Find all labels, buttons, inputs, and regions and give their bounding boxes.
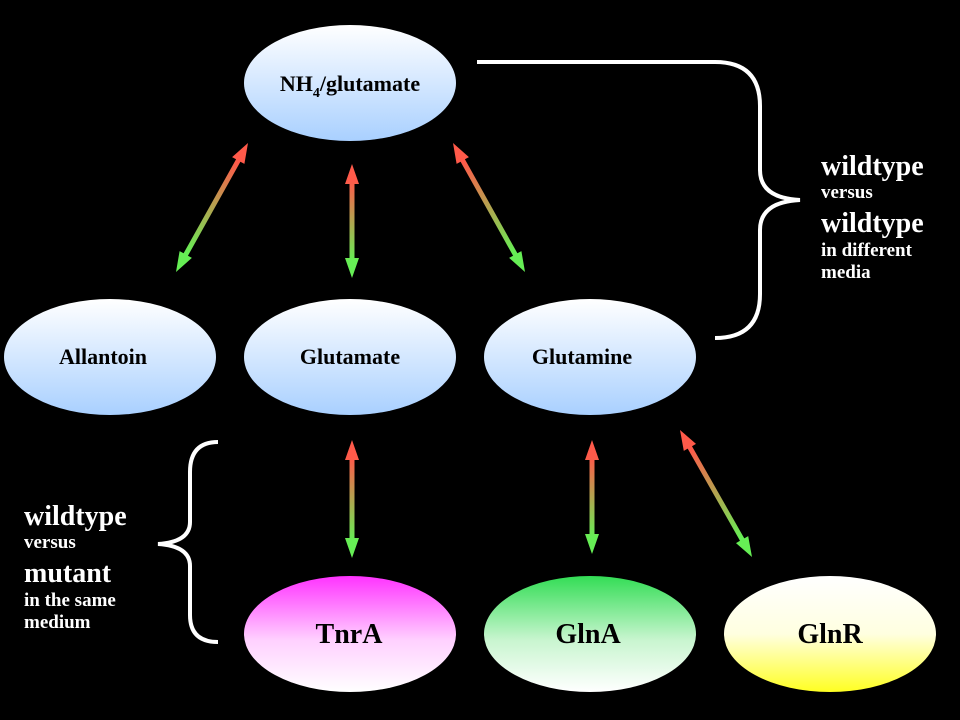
- node-allantoin: Allantoin: [4, 299, 216, 415]
- arrow-glutamate-tnra: [345, 440, 359, 558]
- arrow-glutamine-glnr: [680, 430, 752, 557]
- arrow-nh4-allantoin: [176, 143, 248, 272]
- allantoin-ellipse: [4, 299, 216, 415]
- glnr-ellipse: [724, 576, 936, 692]
- node-glnr: GlnR: [724, 576, 936, 692]
- node-glutamate: Glutamate: [244, 299, 456, 415]
- arrow-glutamine-glna: [585, 440, 599, 554]
- tnra-ellipse: [244, 576, 456, 692]
- allantoin-label: Allantoin: [59, 344, 147, 369]
- media-caption-line3: wildtype: [821, 208, 924, 240]
- mutant-caption-line5: medium: [24, 611, 91, 633]
- tnra-label: TnrA: [316, 619, 384, 650]
- mutant-caption-line3: mutant: [24, 558, 112, 590]
- mutant-caption-line2: versus: [24, 532, 76, 554]
- glna-ellipse: [484, 576, 696, 692]
- media-caption-line1: wildtype: [821, 151, 924, 182]
- nh4-glutamate-label: NH4/glutamate: [280, 71, 420, 101]
- glutamine-label: Glutamine: [532, 344, 632, 369]
- mutant-caption-line1: wildtype: [24, 501, 127, 532]
- arrow-nh4-glutamate: [345, 164, 359, 278]
- glutamate-label: Glutamate: [300, 344, 400, 369]
- media-comparison-caption: wildtype versus wildtype in different me…: [821, 152, 924, 289]
- mutant-comparison-caption: wildtype versus mutant in the same mediu…: [24, 502, 127, 639]
- node-glutamine: Glutamine: [484, 299, 696, 415]
- media-caption-line2: versus: [821, 182, 873, 204]
- glutamate-ellipse: [244, 299, 456, 415]
- glutamine-ellipse: [484, 299, 696, 415]
- glnr-label: GlnR: [797, 619, 863, 650]
- node-nh4-glutamate: NH4/glutamate: [244, 25, 456, 141]
- media-brace: [477, 60, 801, 340]
- mutant-caption-line4: in the same: [24, 589, 116, 611]
- nh4-glutamate-ellipse: [244, 25, 456, 141]
- node-glna: GlnA: [484, 576, 696, 692]
- media-caption-line5: media: [821, 261, 871, 283]
- arrow-nh4-glutamine: [453, 143, 525, 272]
- mutant-brace: [157, 440, 219, 644]
- glna-label: GlnA: [555, 619, 621, 650]
- arrows: [176, 143, 752, 558]
- media-caption-line4: in different: [821, 239, 912, 261]
- node-tnra: TnrA: [244, 576, 456, 692]
